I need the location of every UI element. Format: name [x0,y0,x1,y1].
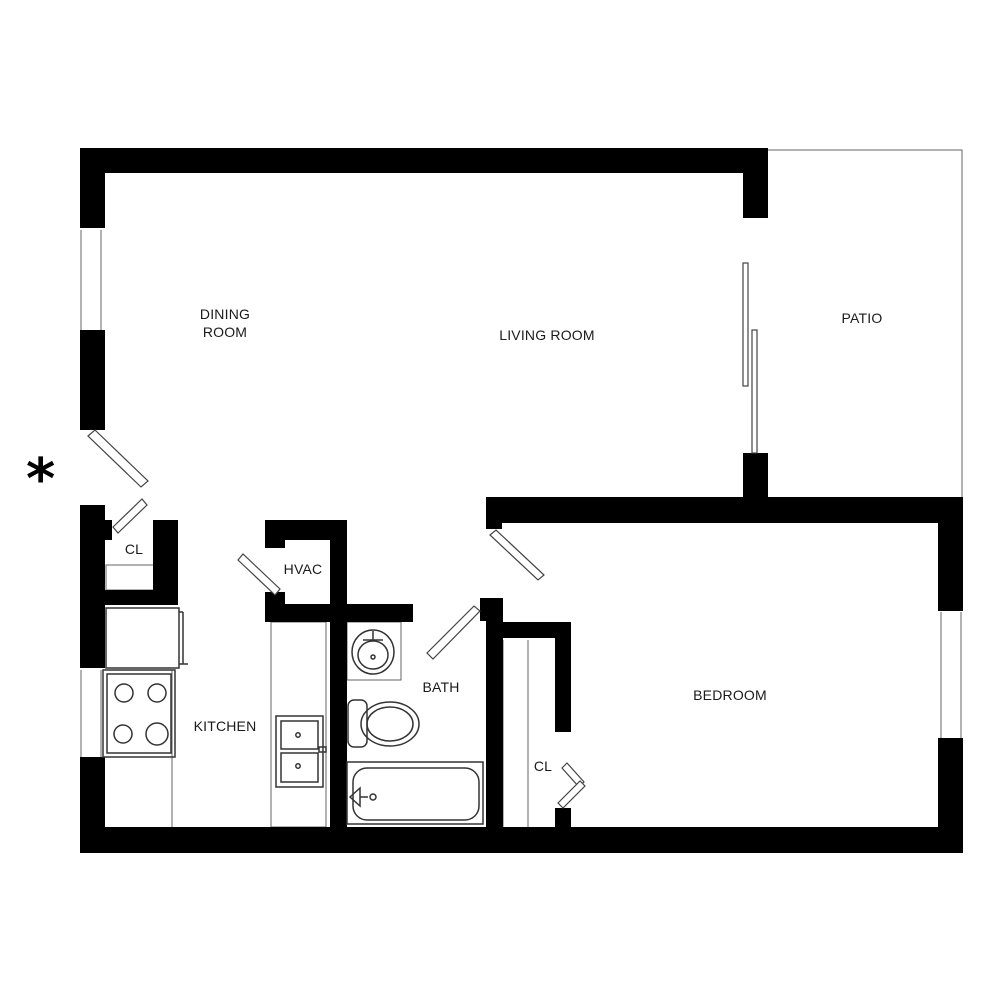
room-label-patio: PATIO [841,310,883,326]
patio-slider-a [742,262,749,387]
closet-door-a [561,762,585,788]
room-label-hvac: HVAC [283,561,323,577]
room-label-bedroom-closet: CL [533,758,553,774]
bathroom-sink-icon [351,629,395,675]
room-label-bedroom: BEDROOM [693,687,767,703]
room-label-dining: DINING ROOM [199,306,251,340]
closet-door-b [557,780,586,809]
entry-asterisk-icon: * [26,447,56,512]
toilet-icon [347,699,420,748]
room-label-living: LIVING ROOM [499,327,595,343]
room-label-bath: BATH [422,679,460,695]
wall-bottom [80,827,963,853]
entry-door-lower [112,498,148,534]
doors [87,262,758,809]
entry-door-upper [87,429,149,488]
bath-door [426,605,481,660]
bedroom-door [489,529,545,581]
bathtub-icon [346,761,484,825]
refrigerator-icon [105,607,188,669]
room-label-entry-closet: CL [124,541,144,557]
wall-top [80,148,768,173]
patio-slider-b [751,329,758,454]
hvac-door [237,553,281,596]
kitchen-sink-icon [275,715,327,788]
stove-icon [102,669,176,758]
wall-bedroom-top [486,497,963,523]
patio-outline [768,149,963,497]
walls [80,148,963,853]
room-label-kitchen: KITCHEN [193,718,257,734]
